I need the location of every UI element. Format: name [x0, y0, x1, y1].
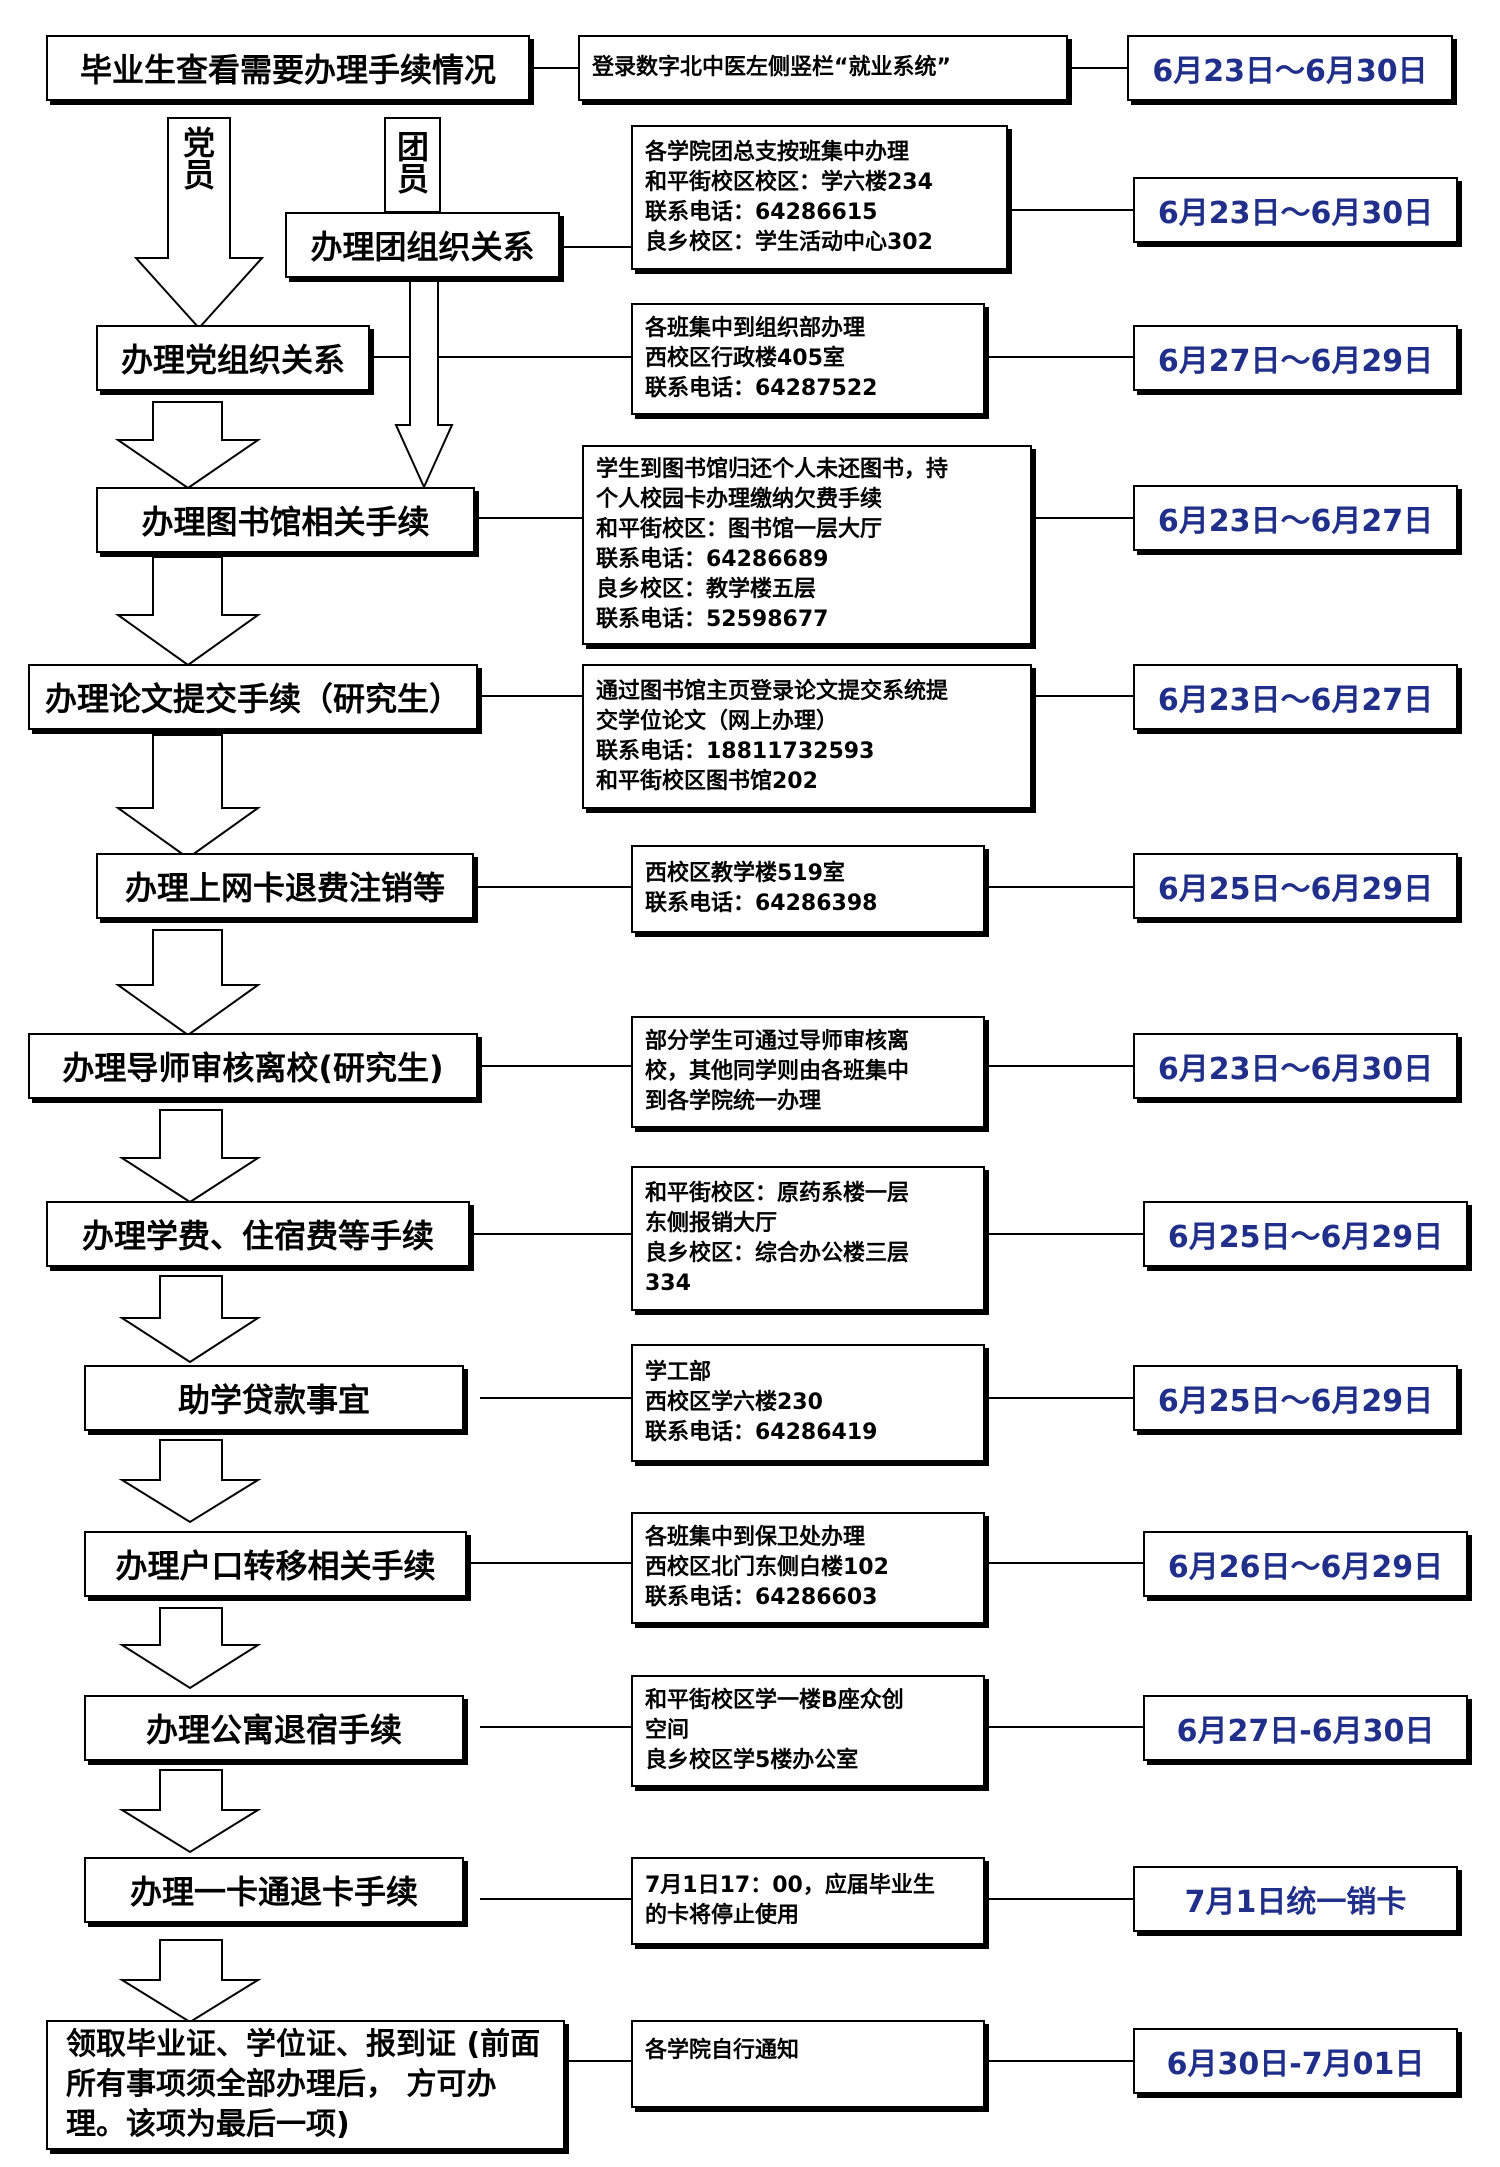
- info-text: 登录数字北中医左侧竖栏“就业系统”: [592, 55, 951, 80]
- info-text: 各班集中到组织部办理 西校区行政楼405室 联系电话：64287522: [645, 316, 878, 401]
- step-label: 办理论文提交手续（研究生）: [44, 680, 461, 718]
- info-text: 通过图书馆主页登录论文提交系统提 交学位论文（网上办理） 联系电话：188117…: [596, 678, 949, 794]
- date-box: 6月26日～6月29日: [1143, 1531, 1468, 1597]
- step-box: 办理论文提交手续（研究生）: [28, 664, 478, 730]
- step-box: 办理党组织关系: [96, 325, 370, 391]
- step-label: 办理党组织关系: [120, 341, 345, 379]
- info-box: 部分学生可通过导师审核离 校，其他同学则由各班集中 到各学院统一办理: [631, 1016, 985, 1128]
- info-text: 西校区教学楼519室 联系电话：64286398: [645, 861, 878, 916]
- step-box: 办理图书馆相关手续: [96, 487, 475, 553]
- date-box: 6月27日～6月29日: [1133, 325, 1458, 391]
- info-box: 各学院团总支按班集中办理 和平街校区校区：学六楼234 联系电话：6428661…: [631, 125, 1008, 270]
- info-box: 各班集中到组织部办理 西校区行政楼405室 联系电话：64287522: [631, 303, 985, 415]
- step-box: 办理上网卡退费注销等: [96, 853, 474, 919]
- step-box: 办理导师审核离校(研究生): [28, 1033, 478, 1099]
- info-text: 和平街校区：原药系楼一层 东侧报销大厅 良乡校区：综合办公楼三层 334: [645, 1180, 910, 1296]
- step-box: 办理团组织关系: [285, 212, 560, 278]
- step-label: 办理上网卡退费注销等: [124, 869, 445, 907]
- info-box: 各学院自行通知: [631, 2020, 985, 2108]
- date-box: 6月23日～6月27日: [1133, 664, 1458, 730]
- date-box: 7月1日统一销卡: [1133, 1866, 1458, 1932]
- info-box: 登录数字北中医左侧竖栏“就业系统”: [578, 35, 1068, 101]
- date-label: 6月23日～6月30日: [1157, 196, 1434, 231]
- step-label: 办理户口转移相关手续: [115, 1547, 436, 1585]
- step-box: 毕业生查看需要办理手续情况: [46, 35, 530, 101]
- date-box: 6月25日～6月29日: [1133, 1365, 1458, 1431]
- step-label: 领取毕业证、学位证、报到证 (前面所有事项须全部办理后， 方可办理。该项为最后一…: [66, 2027, 541, 2142]
- step-label: 办理团组织关系: [310, 228, 535, 266]
- info-text: 各学院团总支按班集中办理 和平街校区校区：学六楼234 联系电话：6428661…: [645, 139, 933, 255]
- info-box: 西校区教学楼519室 联系电话：64286398: [631, 845, 985, 933]
- date-box: 6月25日～6月29日: [1143, 1201, 1468, 1267]
- date-label: 6月25日～6月29日: [1167, 1220, 1444, 1255]
- info-text: 和平街校区学一楼B座众创 空间 良乡校区学5楼办公室: [645, 1688, 904, 1773]
- info-box: 和平街校区学一楼B座众创 空间 良乡校区学5楼办公室: [631, 1675, 985, 1787]
- date-box: 6月25日～6月29日: [1133, 853, 1458, 919]
- step-label: 办理学费、住宿费等手续: [81, 1217, 434, 1255]
- date-box: 6月23日～6月30日: [1133, 177, 1458, 243]
- step-box: 办理户口转移相关手续: [84, 1531, 467, 1597]
- date-label: 6月27日-6月30日: [1176, 1714, 1435, 1749]
- info-text: 部分学生可通过导师审核离 校，其他同学则由各班集中 到各学院统一办理: [645, 1029, 910, 1114]
- step-label: 办理一卡通退卡手续: [129, 1873, 418, 1911]
- step-box: 办理一卡通退卡手续: [84, 1857, 464, 1923]
- date-box: 6月23日～6月27日: [1133, 485, 1458, 551]
- date-label: 6月23日～6月27日: [1157, 504, 1434, 539]
- info-text: 学生到图书馆归还个人未还图书，持 个人校园卡办理缴纳欠费手续 和平街校区：图书馆…: [596, 457, 949, 632]
- step-label: 办理导师审核离校(研究生): [62, 1049, 444, 1087]
- info-box: 学生到图书馆归还个人未还图书，持 个人校园卡办理缴纳欠费手续 和平街校区：图书馆…: [582, 445, 1032, 645]
- info-text: 各学院自行通知: [645, 2038, 800, 2063]
- date-label: 6月26日～6月29日: [1167, 1550, 1444, 1585]
- date-label: 6月23日～6月30日: [1152, 54, 1428, 89]
- final-step-box: 领取毕业证、学位证、报到证 (前面所有事项须全部办理后， 方可办理。该项为最后一…: [46, 2020, 565, 2150]
- info-box: 7月1日17：00，应届毕业生 的卡将停止使用: [631, 1857, 985, 1945]
- date-box: 6月23日～6月30日: [1133, 1033, 1458, 1099]
- date-box: 6月30日-7月01日: [1133, 2028, 1458, 2094]
- step-label: 毕业生查看需要办理手续情况: [79, 51, 496, 89]
- info-box: 学工部 西校区学六楼230 联系电话：64286419: [631, 1344, 985, 1462]
- info-text: 学工部 西校区学六楼230 联系电话：64286419: [645, 1360, 878, 1445]
- info-box: 和平街校区：原药系楼一层 东侧报销大厅 良乡校区：综合办公楼三层 334: [631, 1166, 985, 1311]
- date-label: 6月27日～6月29日: [1157, 344, 1434, 379]
- step-box: 办理学费、住宿费等手续: [46, 1201, 470, 1267]
- date-label: 6月25日～6月29日: [1157, 872, 1434, 907]
- info-box: 通过图书馆主页登录论文提交系统提 交学位论文（网上办理） 联系电话：188117…: [582, 664, 1032, 809]
- league-member-label: 团员: [392, 130, 430, 194]
- step-label: 办理公寓退宿手续: [145, 1711, 402, 1749]
- info-box: 各班集中到保卫处办理 西校区北门东侧白楼102 联系电话：64286603: [631, 1512, 985, 1624]
- info-text: 各班集中到保卫处办理 西校区北门东侧白楼102 联系电话：64286603: [645, 1525, 889, 1610]
- step-box: 助学贷款事宜: [84, 1365, 464, 1431]
- step-box: 办理公寓退宿手续: [84, 1695, 464, 1761]
- date-label: 6月23日～6月27日: [1157, 683, 1434, 718]
- date-label: 6月30日-7月01日: [1166, 2047, 1425, 2082]
- step-label: 助学贷款事宜: [177, 1381, 370, 1419]
- date-label: 7月1日统一销卡: [1184, 1885, 1407, 1920]
- date-label: 6月25日～6月29日: [1157, 1384, 1434, 1419]
- date-label: 6月23日～6月30日: [1157, 1052, 1434, 1087]
- date-box: 6月27日-6月30日: [1143, 1695, 1468, 1761]
- info-text: 7月1日17：00，应届毕业生 的卡将停止使用: [645, 1873, 935, 1928]
- party-member-label: 党员: [178, 126, 216, 190]
- date-box: 6月23日～6月30日: [1127, 35, 1453, 101]
- step-label: 办理图书馆相关手续: [141, 503, 430, 541]
